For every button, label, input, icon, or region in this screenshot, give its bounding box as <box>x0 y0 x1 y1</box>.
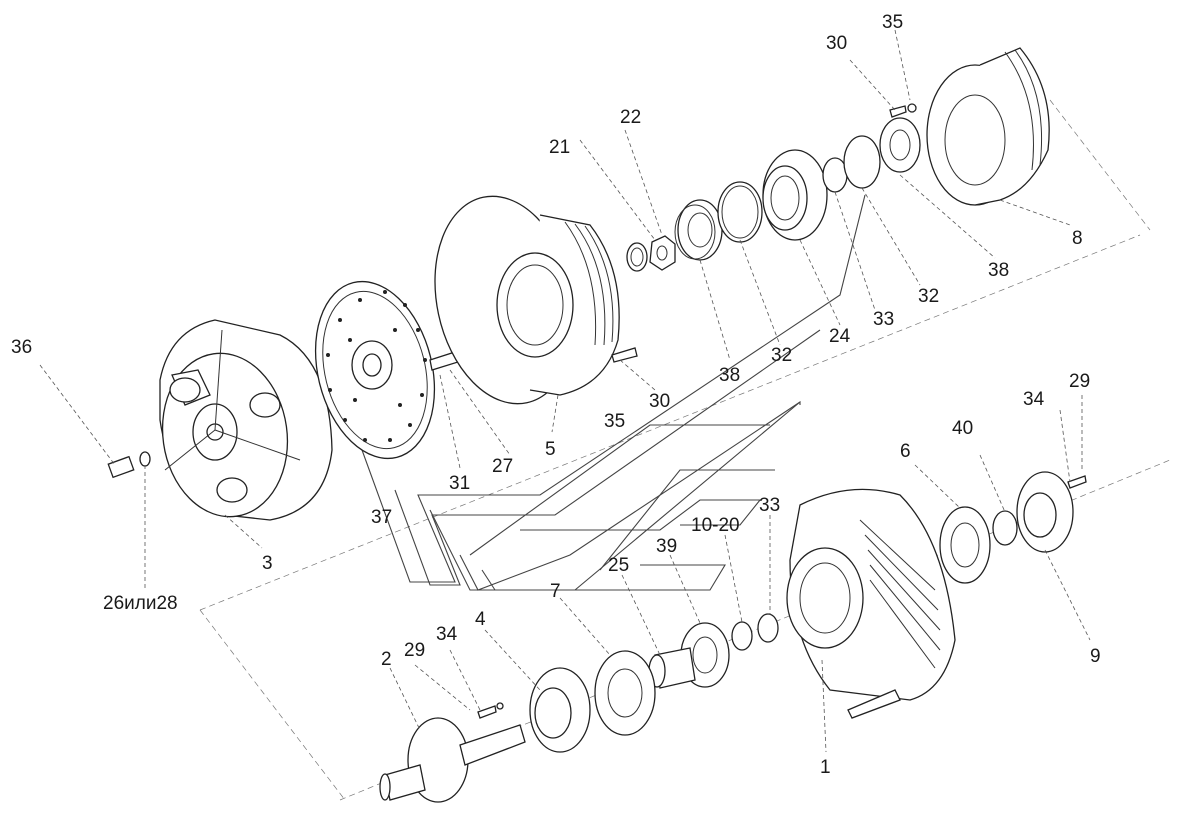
label-34-right: 34 <box>1023 389 1045 410</box>
part-7-gasket <box>594 650 656 736</box>
part-3-housing <box>159 319 333 521</box>
part-5-clutch-housing <box>434 195 638 405</box>
label-32-mid: 32 <box>771 345 792 366</box>
label-29-right: 29 <box>1069 371 1090 392</box>
label-36: 36 <box>11 337 32 358</box>
label-9: 9 <box>1090 646 1101 667</box>
part-29-bolt-right <box>1067 475 1087 489</box>
part-24-flange <box>762 149 828 241</box>
leader-lines <box>39 29 1091 753</box>
part-6-gasket <box>939 506 991 584</box>
label-7: 7 <box>550 581 561 602</box>
part-40-ring <box>992 510 1018 546</box>
label-6: 6 <box>900 441 911 462</box>
part-9-cap <box>1016 471 1074 553</box>
label-4: 4 <box>475 609 486 630</box>
label-39: 39 <box>656 536 677 557</box>
part-38-bearing <box>674 199 723 261</box>
part-32-ring-upper <box>843 135 881 189</box>
label-34-left: 34 <box>436 624 458 645</box>
callout-labels: 30 35 22 21 8 38 32 33 24 32 38 36 30 35… <box>11 12 1101 778</box>
label-33-lower: 33 <box>759 495 780 516</box>
label-35-mid: 35 <box>604 411 625 432</box>
label-3: 3 <box>262 553 273 574</box>
label-2: 2 <box>381 649 392 670</box>
label-31: 31 <box>449 473 470 494</box>
part-30-bolt <box>889 103 917 118</box>
label-40: 40 <box>952 418 973 439</box>
label-38-mid: 38 <box>719 365 740 386</box>
part-10-20-shims <box>731 621 753 651</box>
part-2-shaft <box>379 717 526 803</box>
label-26-or-28: 26или28 <box>103 593 178 614</box>
part-22-nut <box>649 235 676 271</box>
part-25-sleeve <box>648 647 696 689</box>
part-36-fitting <box>107 451 151 479</box>
label-29-left: 29 <box>404 640 425 661</box>
part-31-friction-disc <box>314 280 459 460</box>
label-10-20: 10-20 <box>691 515 740 536</box>
label-38-right: 38 <box>988 260 1009 281</box>
label-24: 24 <box>829 326 851 347</box>
label-33-upper: 33 <box>873 309 894 330</box>
part-4-cover <box>529 667 591 753</box>
label-1: 1 <box>820 757 831 778</box>
label-5: 5 <box>545 439 556 460</box>
label-35-top: 35 <box>882 12 903 33</box>
label-25: 25 <box>608 555 629 576</box>
label-21: 21 <box>549 137 570 158</box>
label-22: 22 <box>620 107 641 128</box>
label-37: 37 <box>371 507 392 528</box>
part-21-ring <box>626 242 648 272</box>
part-1-gear-housing <box>786 488 956 719</box>
part-33-ring-lower <box>757 613 779 643</box>
part-29-bolt-left <box>477 702 504 719</box>
assembly-axes <box>199 99 1171 801</box>
label-27: 27 <box>492 456 513 477</box>
grouping-brackets <box>361 194 866 591</box>
part-38-bearing-upper <box>879 117 921 173</box>
label-30-top: 30 <box>826 33 847 54</box>
label-8: 8 <box>1072 228 1083 249</box>
part-8-drum <box>926 47 1050 206</box>
label-30-mid: 30 <box>649 391 670 412</box>
label-32-right: 32 <box>918 286 939 307</box>
part-32-snap-ring <box>717 181 763 243</box>
